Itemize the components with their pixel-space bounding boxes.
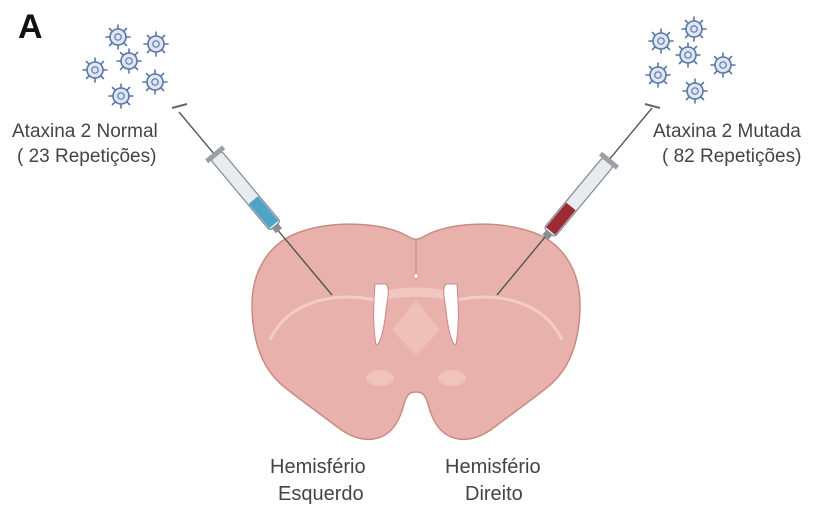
virus-icon bbox=[682, 17, 706, 41]
virus-icon bbox=[646, 63, 670, 87]
virus-icon bbox=[676, 43, 700, 67]
virus-icon bbox=[711, 53, 735, 77]
virus-icon bbox=[649, 29, 673, 53]
brain-icon bbox=[252, 224, 580, 439]
virus-icon bbox=[106, 25, 130, 49]
virus-icon bbox=[83, 58, 107, 82]
left-injection-repeats: ( 23 Repetições) bbox=[17, 145, 156, 169]
virus-icon bbox=[683, 79, 707, 103]
virus-icon bbox=[117, 49, 141, 73]
syringe-icon bbox=[497, 104, 660, 295]
right-injection-repeats: ( 82 Repetições) bbox=[662, 145, 801, 169]
right-hemisphere-name: Direito bbox=[465, 482, 523, 506]
left-injection-label: Ataxina 2 Normal bbox=[12, 120, 158, 144]
syringe-icon bbox=[172, 104, 332, 295]
left-hemisphere-name: Esquerdo bbox=[278, 482, 364, 506]
virus-cluster-left bbox=[83, 25, 168, 108]
right-injection-label: Ataxina 2 Mutada bbox=[653, 120, 801, 144]
virus-icon bbox=[109, 84, 133, 108]
right-hemisphere-label: Hemisfério bbox=[445, 455, 541, 479]
virus-icon bbox=[144, 32, 168, 56]
virus-cluster-right bbox=[646, 17, 735, 103]
virus-icon bbox=[143, 70, 167, 94]
left-hemisphere-label: Hemisfério bbox=[270, 455, 366, 479]
